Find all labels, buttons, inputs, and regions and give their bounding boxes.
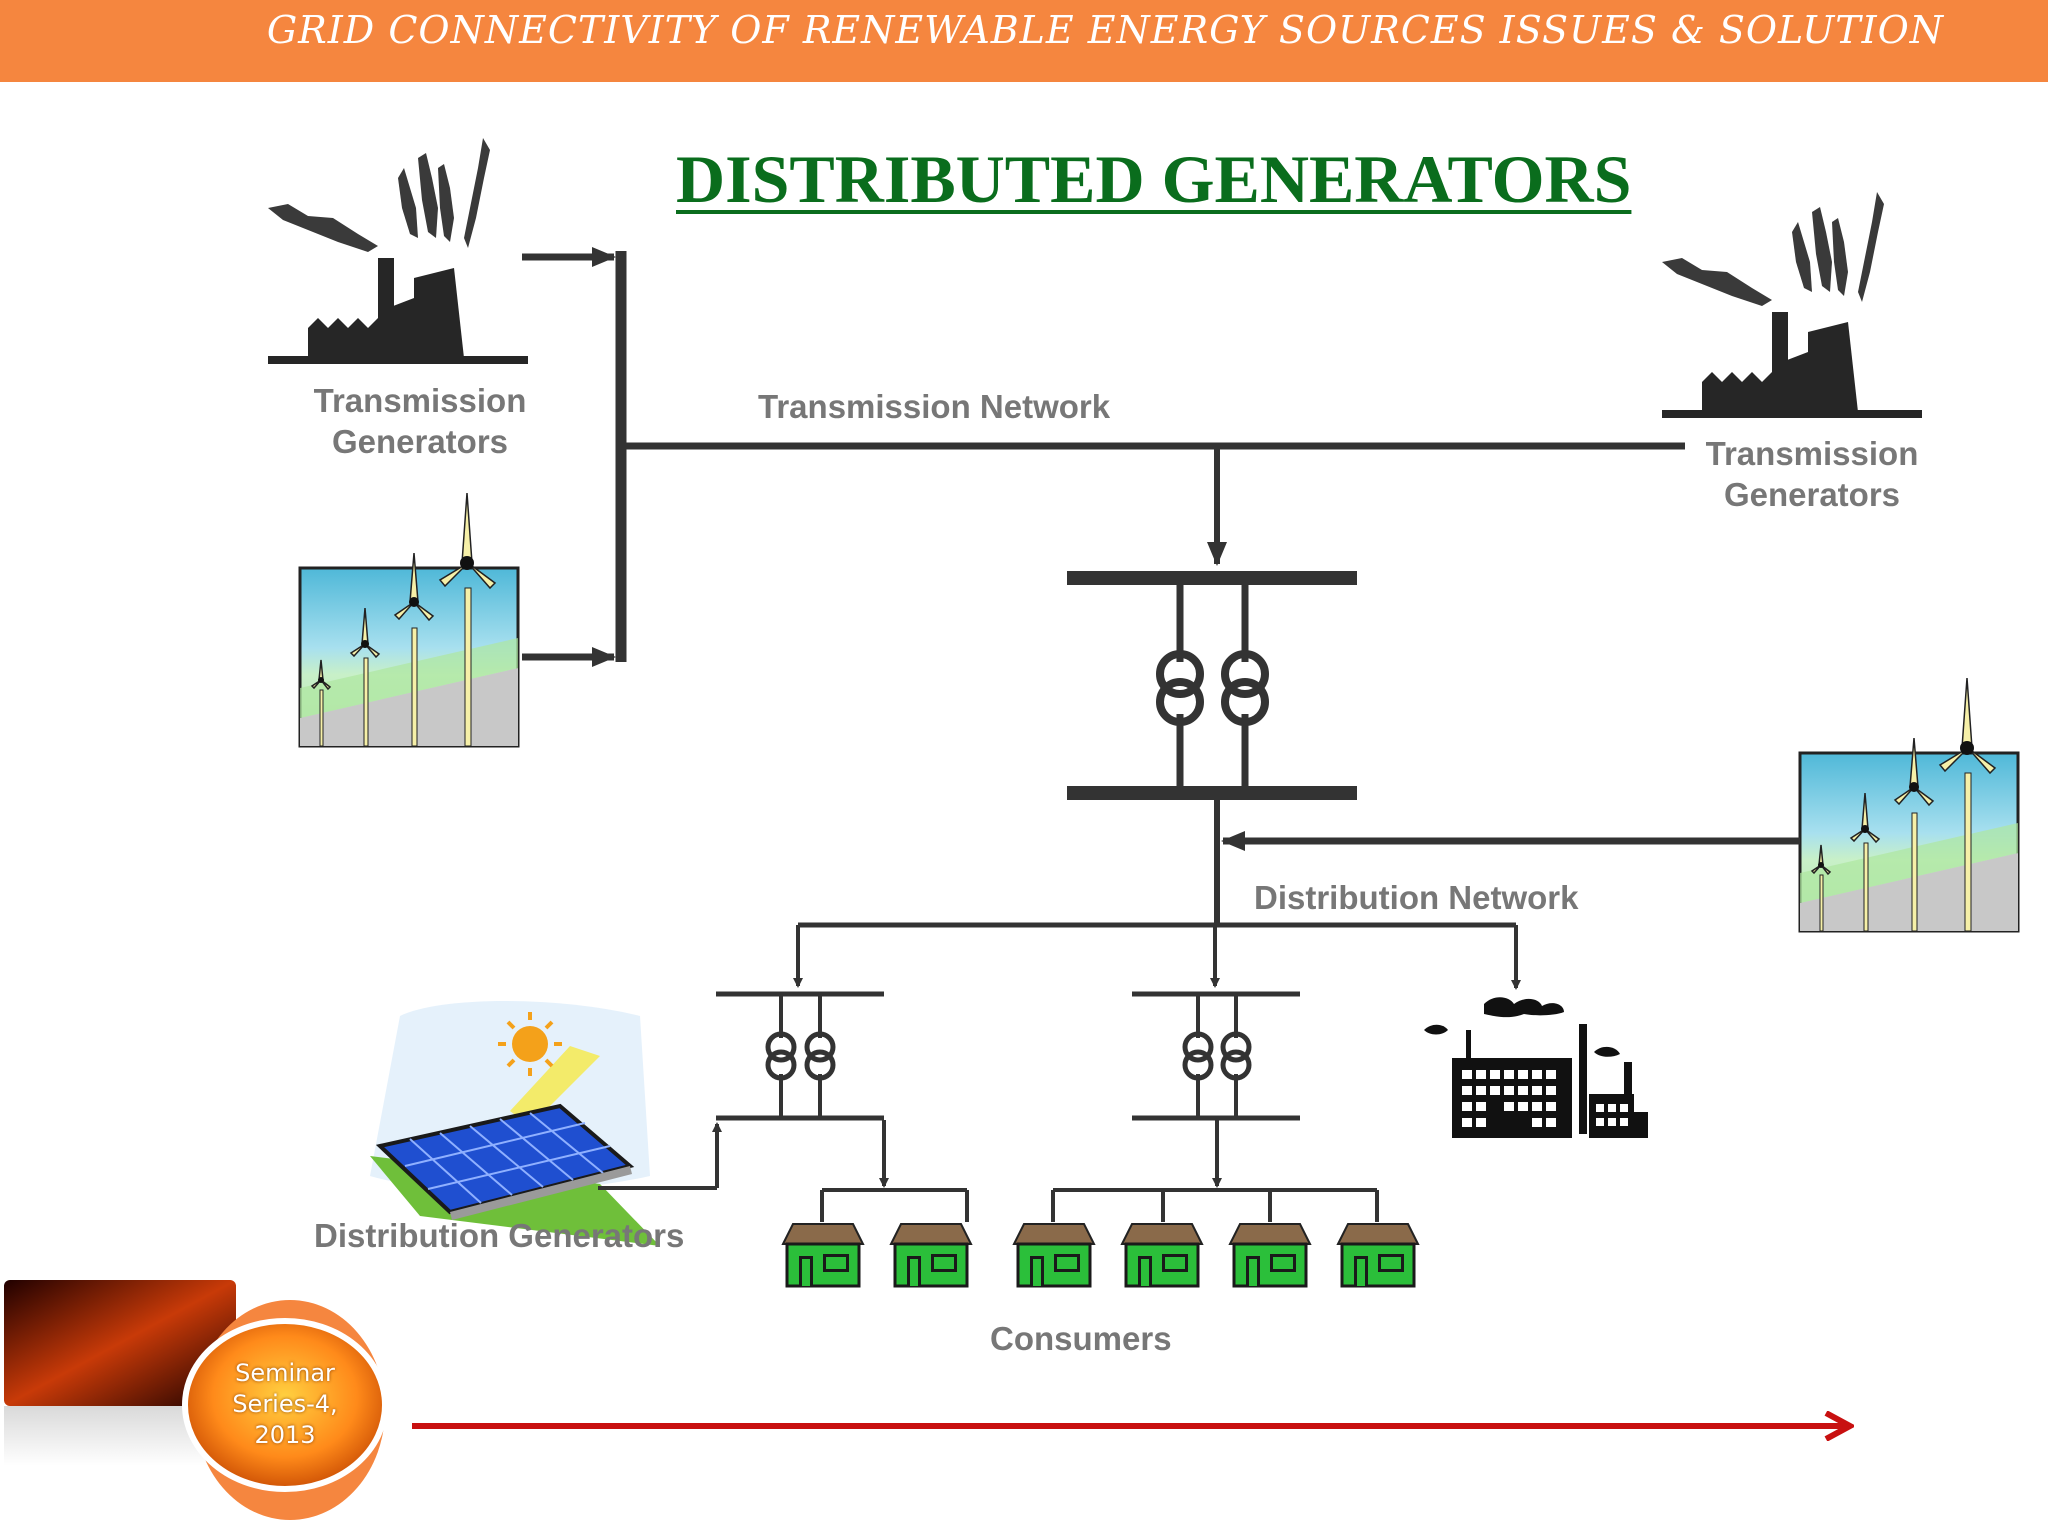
seminar-badge-graphic (4, 1280, 388, 1520)
transmission-generators-label-right-text: Transmission Generators (1705, 435, 1919, 513)
house-icon (889, 1222, 973, 1288)
factory-smoke-icon (1662, 192, 1922, 418)
house-icon (1012, 1222, 1096, 1288)
header-bar: GRID CONNECTIVITY OF RENEWABLE ENERGY SO… (0, 0, 2048, 82)
transmission-network-lines (522, 247, 1685, 667)
secondary-substation-right (1051, 991, 1379, 1222)
wind-turbine-icon (298, 491, 520, 748)
transformer-icon (768, 1034, 794, 1078)
transformer-icon (1160, 654, 1200, 722)
transmission-generators-label-left: Transmission Generators (300, 380, 540, 462)
distribution-network-lines (793, 800, 1800, 990)
distribution-generators-label: Distribution Generators (314, 1217, 685, 1254)
solar-panel-icon (370, 1001, 660, 1246)
transformer-icon (1225, 654, 1265, 722)
wind-turbine-icon (1798, 676, 2020, 933)
industrial-building-icon (1424, 997, 1648, 1138)
house-icon (1228, 1222, 1312, 1288)
consumers-label: Consumers (990, 1320, 1172, 1357)
house-icon (1336, 1222, 1420, 1288)
transformer-icon (1185, 1034, 1211, 1078)
transmission-network-label: Transmission Network (758, 388, 1111, 425)
transformer-icon (1223, 1034, 1249, 1078)
distribution-network-label: Distribution Network (1254, 879, 1579, 916)
house-icon (1120, 1222, 1204, 1288)
seminar-badge-text: Seminar Series-4, 2013 (232, 1359, 338, 1449)
factory-smoke-icon (268, 138, 528, 364)
header-title: GRID CONNECTIVITY OF RENEWABLE ENERGY SO… (266, 8, 1944, 52)
transmission-generators-label-right: Transmission Generators (1692, 433, 1932, 515)
house-icon (781, 1222, 865, 1288)
main-substation (1067, 571, 1357, 800)
slide-title: DISTRIBUTED GENERATORS (676, 141, 1632, 217)
transformer-icon (807, 1034, 833, 1078)
transmission-generators-label-left-text: Transmission Generators (313, 382, 527, 460)
